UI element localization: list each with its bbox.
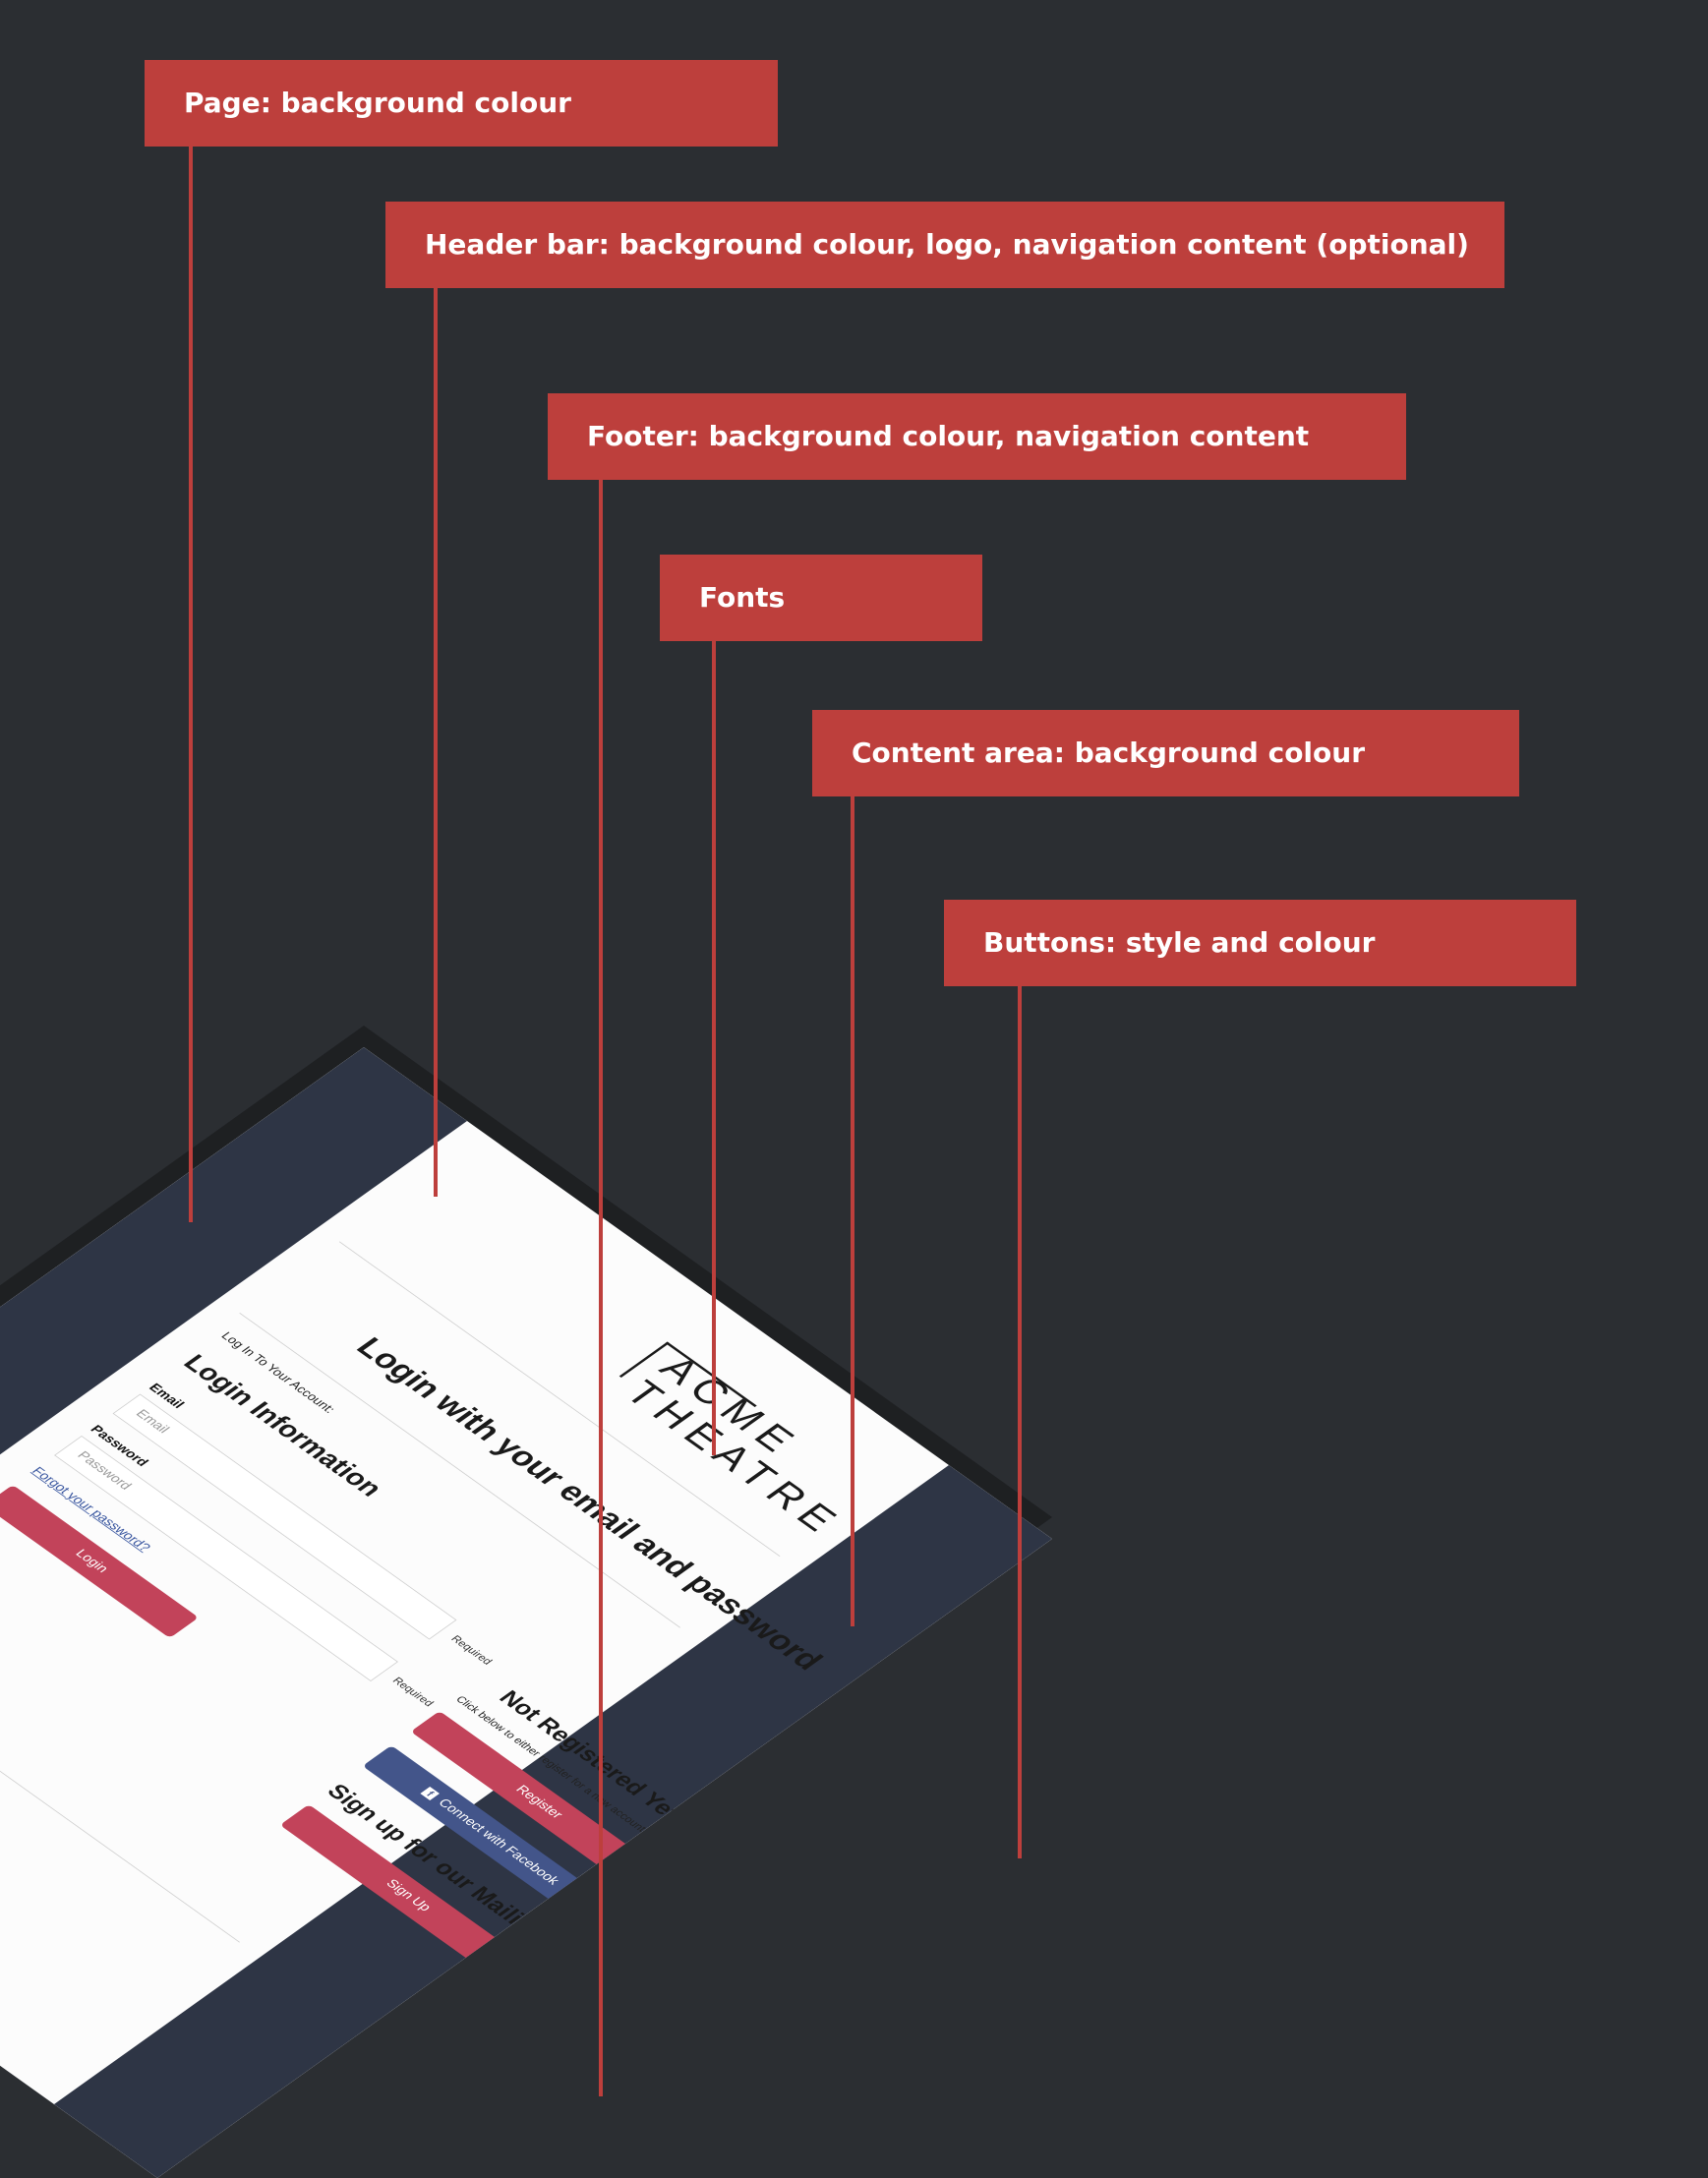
password-required: Required (389, 1675, 438, 1709)
footer-divider (0, 1627, 241, 1943)
callout-header-bar: Header bar: background colour, logo, nav… (385, 202, 1504, 288)
callout-buttons: Buttons: style and colour (944, 900, 1576, 986)
leader-page (189, 146, 193, 1222)
facebook-icon: f (420, 1787, 441, 1801)
section-divider (239, 1313, 681, 1628)
leader-buttons (1018, 985, 1022, 1858)
leader-content (851, 795, 854, 1626)
callout-page-background: Page: background colour (145, 60, 778, 147)
callout-content-area: Content area: background colour (812, 710, 1519, 796)
leader-fonts (712, 640, 716, 1455)
email-required: Required (448, 1633, 496, 1667)
leader-header (434, 287, 438, 1197)
leader-footer (599, 479, 603, 2096)
callout-fonts: Fonts (660, 555, 982, 641)
page-mockup: ACME THEATRE Login with your email and p… (0, 1047, 1052, 2178)
callout-footer: Footer: background colour, navigation co… (548, 393, 1406, 480)
